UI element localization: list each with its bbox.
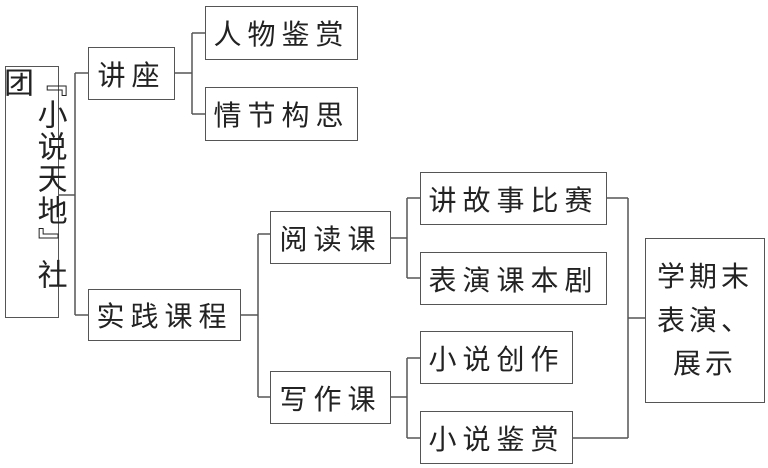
node-lecture: 讲座 <box>88 47 175 100</box>
node-textbook-drama: 表演课本剧 <box>420 252 607 305</box>
node-label: 讲故事比赛 <box>428 183 599 217</box>
node-novel-writing: 小说创作 <box>420 331 573 384</box>
root-label: 『小说天地』社团 <box>0 67 67 291</box>
root-node: 『小说天地』社团 <box>0 66 67 318</box>
final-line: 展示 <box>672 347 737 381</box>
node-writing-class: 写作课 <box>270 371 391 424</box>
node-label: 小说创作 <box>428 342 565 376</box>
node-practice-course: 实践课程 <box>88 289 241 341</box>
final-line: 表演、 <box>656 303 753 337</box>
node-label: 实践课程 <box>96 300 233 333</box>
node-novel-appreciation: 小说鉴赏 <box>420 411 573 464</box>
node-final-showcase: 学期末 表演、 展示 <box>645 238 765 403</box>
node-label: 讲座 <box>97 58 166 92</box>
node-reading-class: 阅读课 <box>270 211 391 264</box>
node-label: 写作课 <box>279 382 382 416</box>
node-plot-design: 情节构思 <box>205 87 358 141</box>
node-label: 情节构思 <box>213 99 350 132</box>
node-label: 小说鉴赏 <box>428 422 565 456</box>
final-line: 学期末 <box>656 260 753 294</box>
node-label: 人物鉴赏 <box>213 18 350 51</box>
node-label: 表演课本剧 <box>428 263 599 297</box>
node-character-appreciation: 人物鉴赏 <box>205 6 358 60</box>
node-label: 阅读课 <box>279 222 382 256</box>
node-storytelling-contest: 讲故事比赛 <box>420 172 607 225</box>
